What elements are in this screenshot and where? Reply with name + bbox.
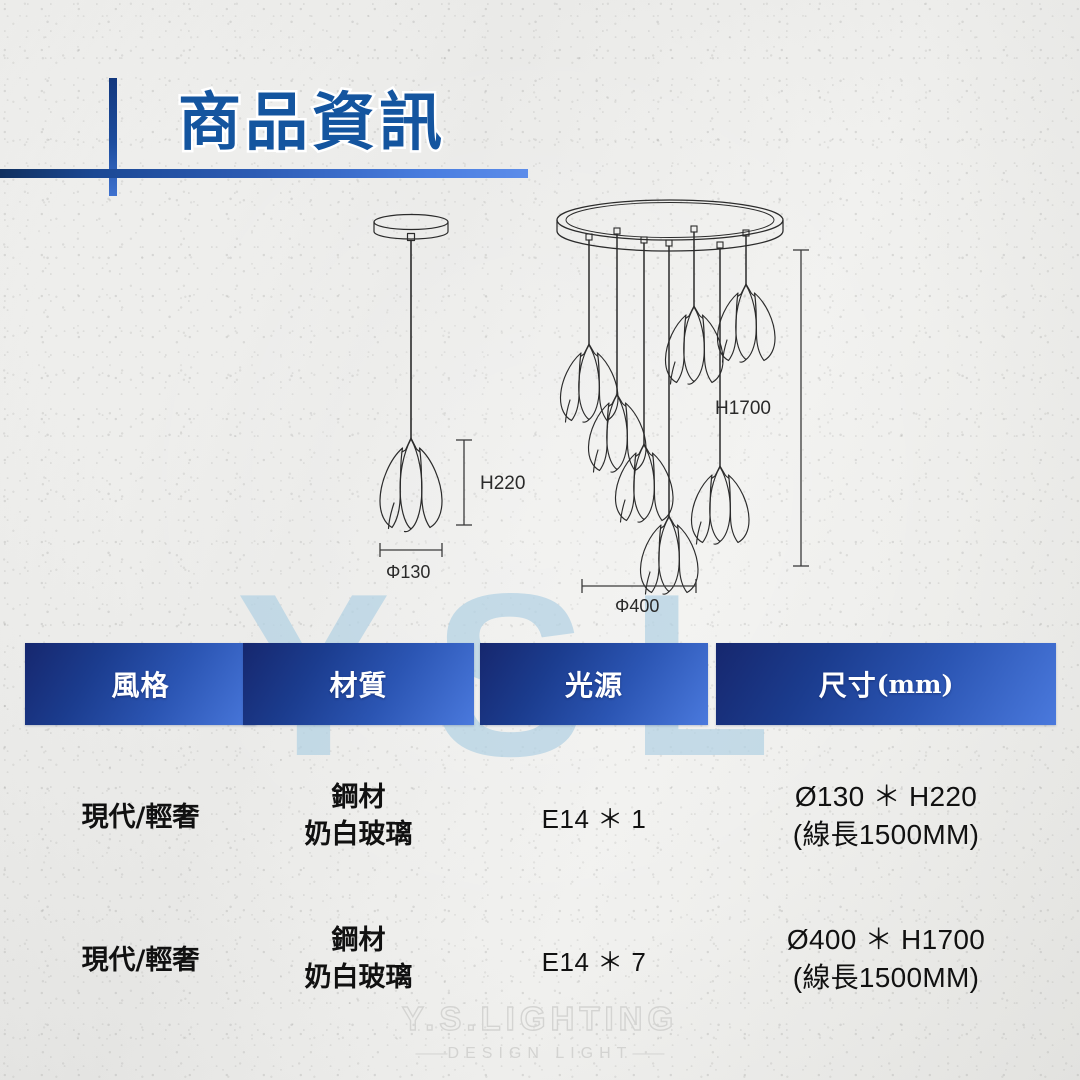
page-title: 商品資訊 — [176, 84, 446, 162]
brand-logo-text: Y.S.LIGHTING — [401, 999, 679, 1037]
row1-material: 鋼材 奶白玻璃 — [243, 780, 474, 853]
row2-size-line1: Ø400 ＊ H1700 — [786, 924, 986, 955]
spec-table-header: 風格 材質 光源 尺寸(mm) — [0, 643, 1080, 725]
shade-4 — [639, 515, 699, 595]
shade-1 — [559, 343, 619, 423]
table-row: 現代/輕奢 鋼材 奶白玻璃 E14 ＊ 1 Ø130 ＊ H220 (線長150… — [0, 780, 1080, 872]
table-row: 現代/輕奢 鋼材 奶白玻璃 E14 ＊ 7 Ø400 ＊ H1700 (線長15… — [0, 923, 1080, 1015]
row1-size: Ø130 ＊ H220 (線長1500MM) — [716, 778, 1056, 854]
table-header-light-source-label: 光源 — [564, 669, 623, 702]
row2-size-line2: (線長1500MM) — [792, 962, 980, 994]
table-header-size: 尺寸(mm) — [716, 643, 1056, 725]
tagline-text: DESIGN LIGHT — [447, 1045, 633, 1062]
row1-style: 現代/輕奢 — [81, 802, 200, 833]
table-header-size-unit: (mm) — [876, 669, 954, 699]
row1-size-line1: Ø130 ＊ H220 — [794, 781, 978, 812]
row1-light-source: E14 ＊ 1 — [541, 804, 647, 834]
table-header-style-label: 風格 — [111, 669, 170, 702]
single-height-label: H220 — [480, 473, 525, 494]
shade-6 — [690, 465, 750, 545]
shade-5 — [664, 305, 724, 385]
tagline-dash-left: —— — [415, 1045, 448, 1062]
table-header-size-label: 尺寸 — [818, 669, 877, 702]
table-header-material-label: 材質 — [329, 669, 388, 702]
multi-height-label: H1700 — [715, 398, 771, 419]
row2-material-line2: 奶白玻璃 — [304, 961, 413, 993]
header-accent-horizontal-bar — [0, 169, 528, 178]
seven-light-chandelier-drawing: H1700 Φ400 — [556, 199, 809, 616]
shade-3 — [614, 443, 674, 523]
row2-material: 鋼材 奶白玻璃 — [243, 923, 474, 996]
multi-diameter-label: Φ400 — [615, 596, 659, 616]
row2-style: 現代/輕奢 — [81, 945, 200, 976]
brand-footer: Y.S.LIGHTING ——DESIGN LIGHT—— — [0, 999, 1080, 1063]
single-diameter-label: Φ130 — [386, 562, 430, 582]
row1-material-line2: 奶白玻璃 — [304, 818, 413, 850]
brand-tagline: ——DESIGN LIGHT—— — [0, 1045, 1080, 1063]
shade-7 — [716, 283, 776, 363]
table-header-style: 風格 — [25, 643, 256, 725]
row1-material-line1: 鋼材 — [331, 782, 386, 813]
row2-light-source: E14 ＊ 7 — [541, 947, 647, 977]
table-header-light-source: 光源 — [480, 643, 708, 725]
row2-size: Ø400 ＊ H1700 (線長1500MM) — [716, 921, 1056, 997]
single-pendant-drawing: H220 Φ130 — [373, 213, 525, 582]
table-header-material: 材質 — [243, 643, 474, 725]
row1-size-line2: (線長1500MM) — [792, 819, 980, 851]
tagline-dash-right: —— — [632, 1045, 665, 1062]
row2-material-line1: 鋼材 — [331, 925, 386, 956]
header-accent-vertical-bar — [109, 78, 117, 196]
